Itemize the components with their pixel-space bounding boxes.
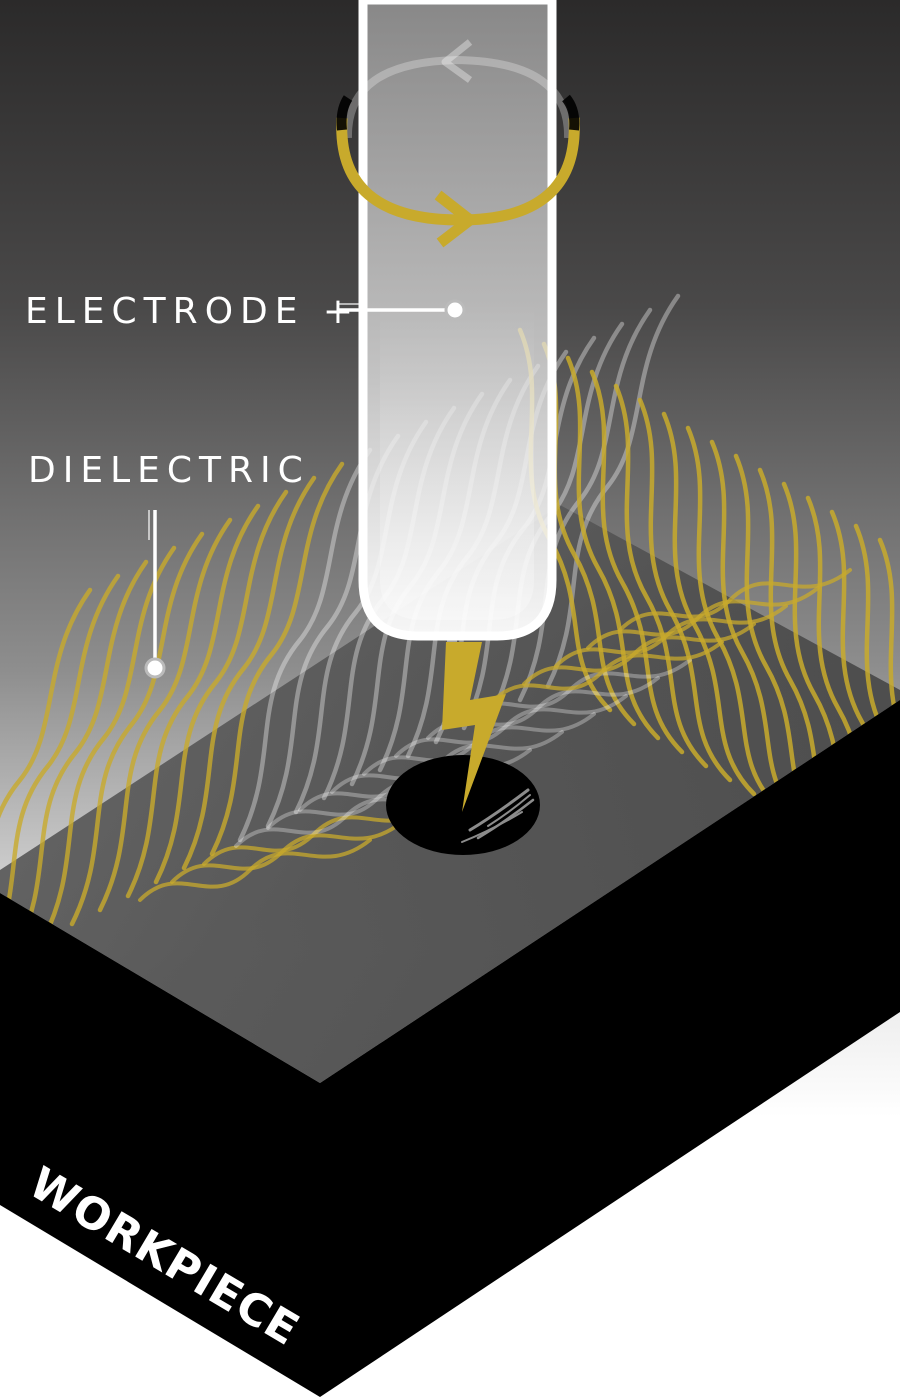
dielectric-pointer [144,510,166,679]
wave-line [637,397,733,783]
wave-line [69,531,205,927]
wave-line [709,439,805,825]
wave-line [209,461,345,857]
wave-line [0,587,93,819]
lightning-bolt-icon [442,642,506,812]
wave-line [589,369,685,755]
wave-line [237,447,373,843]
spark-group [442,635,506,812]
wave-line [618,568,852,632]
dielectric-label: DIELECTRIC [28,450,310,491]
wave-line [41,545,177,941]
rotation-arrow-icon [336,39,580,248]
wave-line [685,425,781,811]
wave-line [565,355,661,741]
wave-line [97,517,233,913]
wave-line [125,503,261,899]
dielectric-wave-lines [0,293,900,955]
electrode-pointer [338,299,466,321]
workpiece-right-side [320,700,900,1397]
electrode-label: ELECTRODE + [25,291,360,332]
wave-line [0,573,121,944]
wave-line [153,489,289,885]
wave-line [394,694,628,758]
wave-line [613,383,709,769]
wave-line [181,475,317,871]
hole-spark-streaks [461,788,535,843]
wave-line [545,293,681,689]
wave-line [13,559,149,955]
machined-hole [386,755,540,855]
workpiece-left-side [0,893,320,1397]
wave-line [877,537,900,735]
